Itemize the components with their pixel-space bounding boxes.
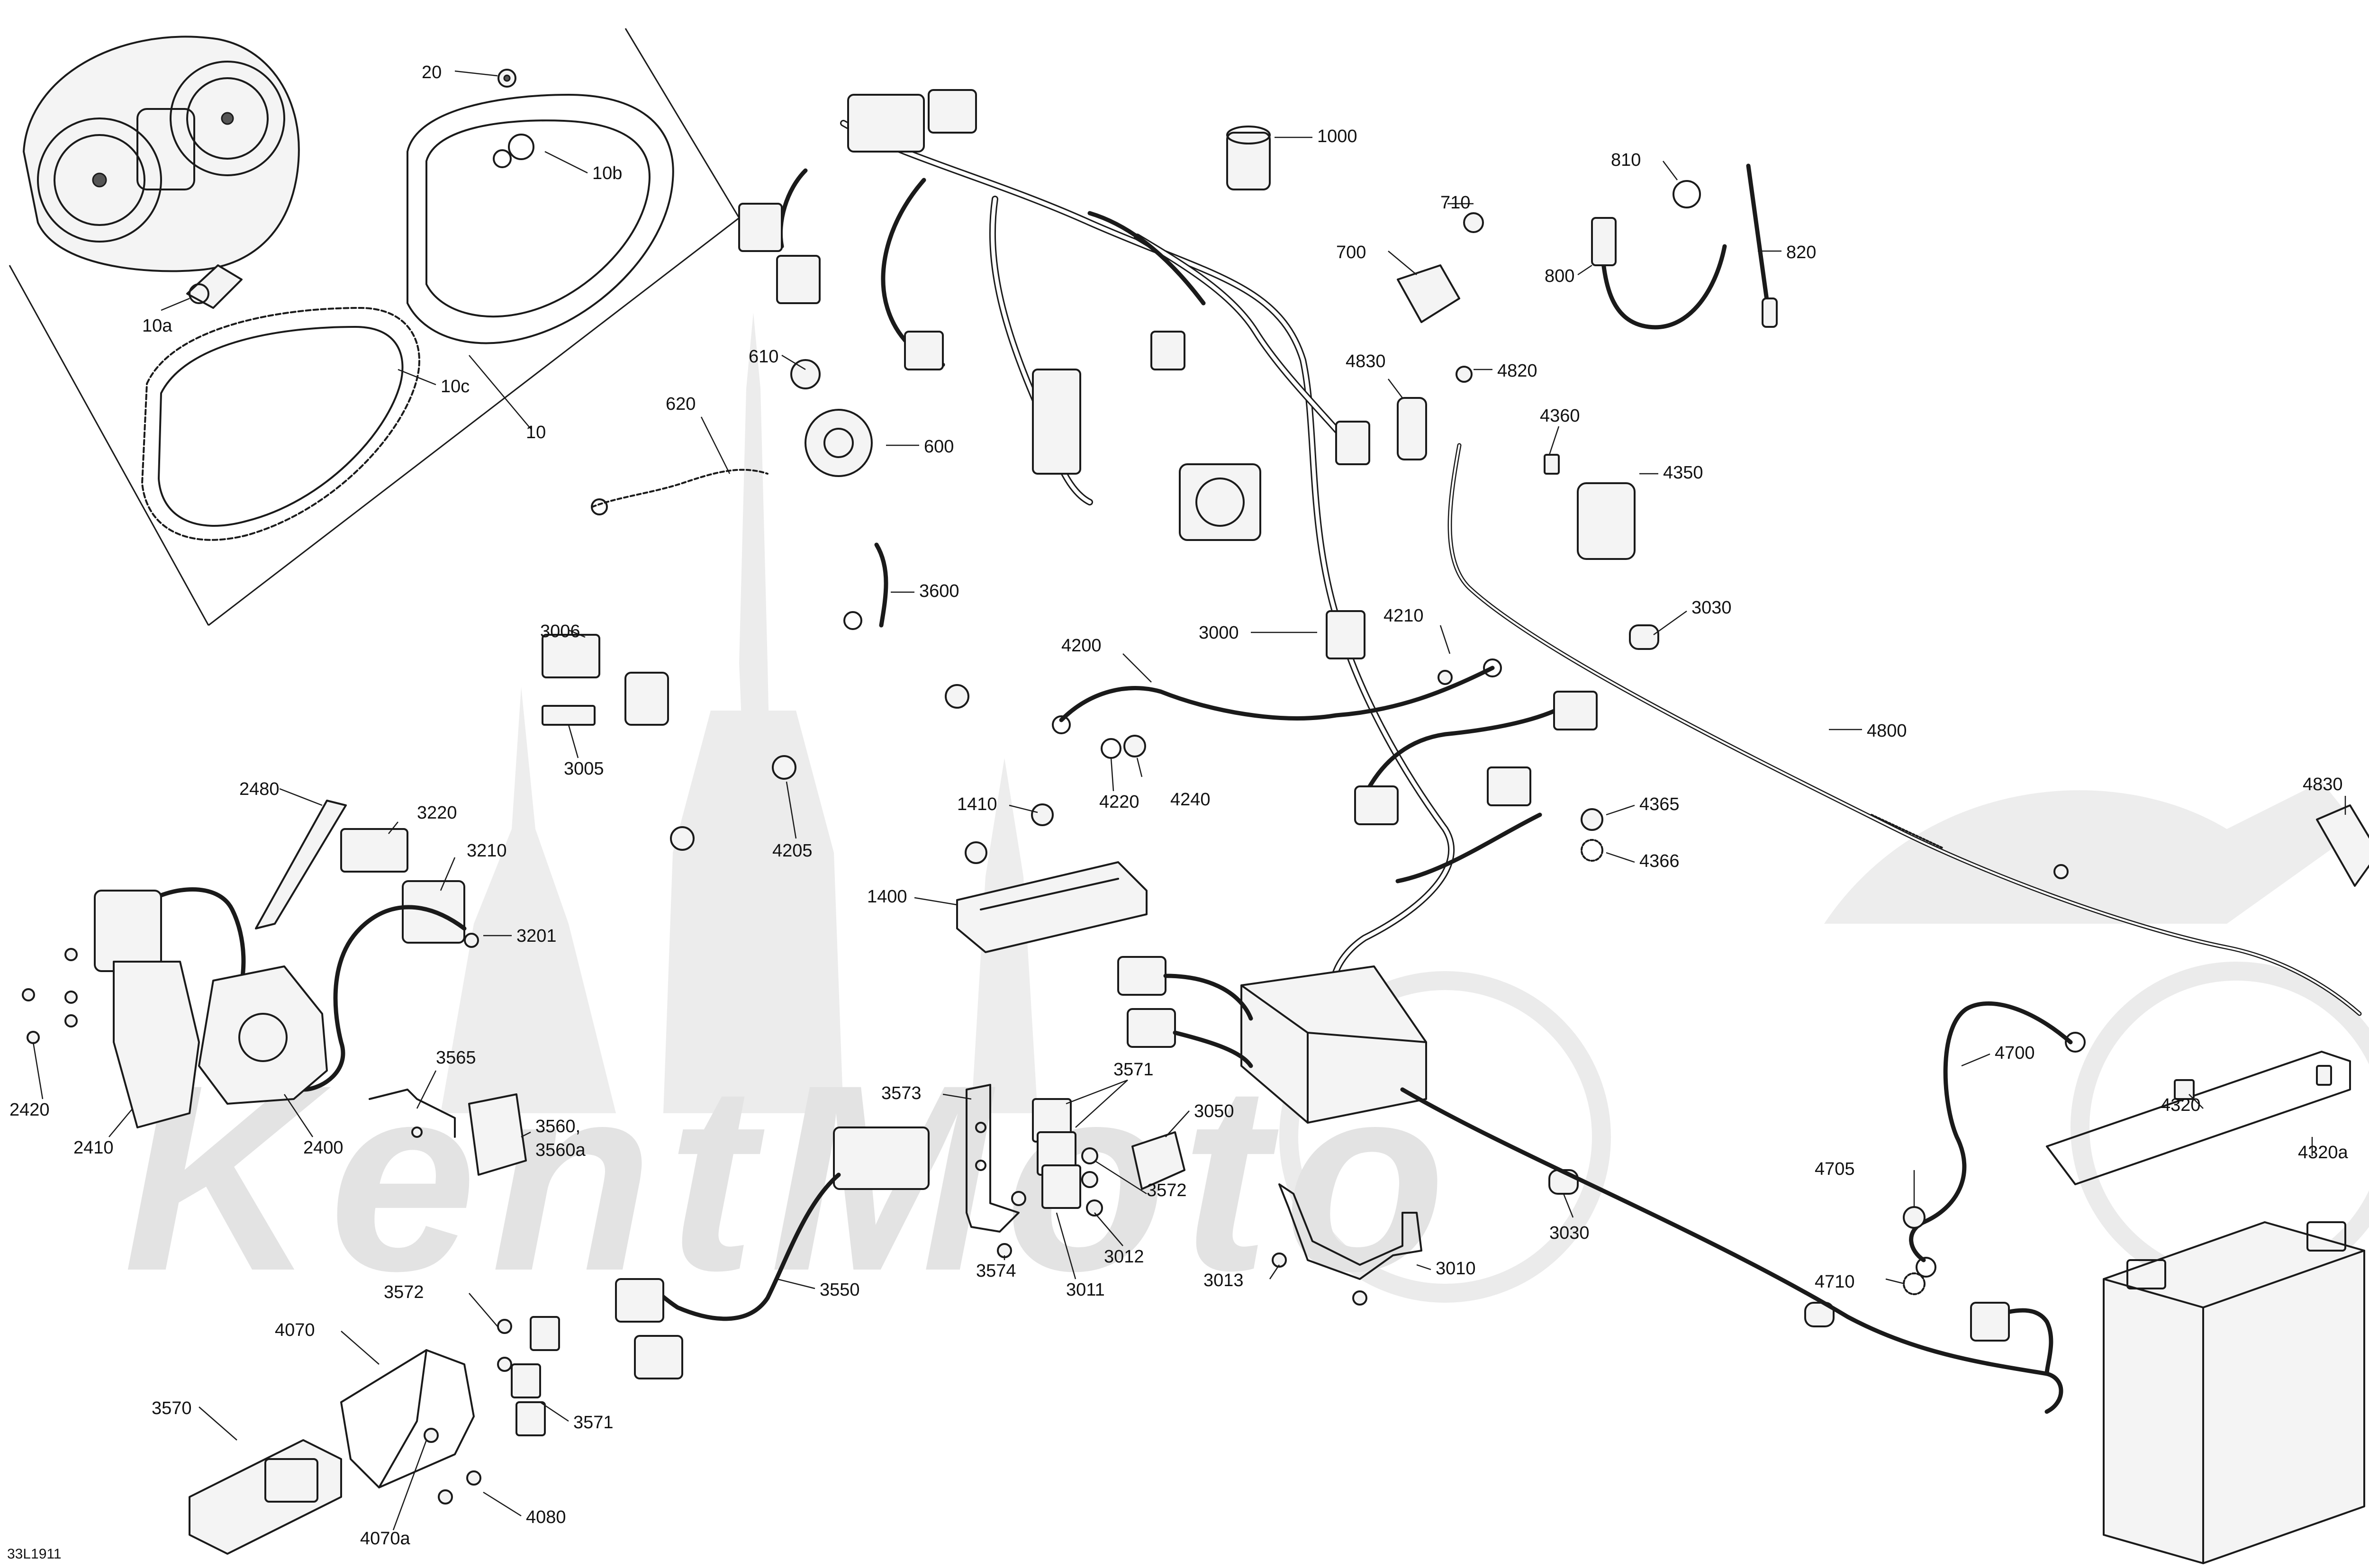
instrument-cluster-inset [9,28,740,626]
callout-label: 3030 [1549,1223,1590,1243]
watermark: KentMoto [123,313,2369,1326]
callout-label: 4205 [772,841,813,861]
callout-label: 4360 [1540,406,1580,426]
callout-label: 3013 [1203,1271,1244,1290]
callout-label: 4350 [1663,463,1703,483]
callout-label: 3201 [516,926,557,946]
callout-label: 4080 [526,1507,566,1527]
callout-label: 3010 [1436,1259,1476,1279]
callout-label: 3550 [820,1280,860,1300]
reference-code: 33L1911 [7,1546,62,1562]
callout-label: 3573 [881,1083,922,1103]
callout-label: 600 [924,437,954,457]
callout-label: 3005 [564,759,604,779]
watermark-text: KentMoto [123,1029,1460,1326]
callout-label: 10 [526,423,546,442]
callout-label: 2420 [9,1100,50,1120]
callout-label: 3220 [417,803,457,823]
callout-label: 820 [1786,243,1816,262]
callout-label: 3210 [467,841,507,861]
main-wiring-harness [738,89,1598,1124]
callout-label: 620 [666,394,696,414]
callout-label: 4070a [360,1529,411,1549]
callout-label: 1000 [1317,126,1357,146]
callout-label: 3006 [540,622,580,641]
callout-label: 3572 [384,1282,424,1302]
callout-label: 4200 [1061,636,1102,656]
callout-label: 4820 [1497,361,1537,381]
callout-label: 4366 [1639,851,1680,871]
callout-label: 4320a [2298,1143,2349,1162]
callout-label: 4240 [1170,790,1211,810]
callout-label: 700 [1336,243,1366,262]
callout-label: 10c [441,377,470,397]
callout-label: 4365 [1639,794,1680,814]
callout-label: 4220 [1099,792,1139,812]
callout-label: 3600 [919,581,959,601]
callout-label: 2400 [303,1138,344,1158]
callout-label: 3571 [573,1413,614,1433]
callout-label: 4830 [1346,351,1386,371]
callout-label: 4210 [1383,606,1424,626]
callout-labels: 20 10b 10a 10c 10 1000 710 700 810 800 8… [9,63,2349,1549]
callout-label: 2480 [239,779,280,799]
callout-label: 3560, [535,1117,580,1136]
callout-label: 4320 [2161,1095,2201,1115]
callout-label: 20 [422,63,442,82]
callout-label: 810 [1611,150,1641,170]
callout-label: 3012 [1104,1247,1144,1267]
leader-lines [32,70,2346,1531]
callout-label: 800 [1545,266,1574,286]
callout-label: 3030 [1691,598,1732,618]
callout-label: 4700 [1995,1043,2035,1063]
callout-label: 4705 [1815,1159,1855,1179]
callout-label: 10a [142,316,172,336]
callout-label: 3560a [535,1140,586,1160]
callout-label: 3011 [1066,1280,1105,1300]
callout-label: 4710 [1815,1272,1855,1292]
callout-label: 3574 [976,1261,1016,1281]
callout-label: 3571 [1113,1060,1154,1080]
callout-label: 3050 [1194,1101,1234,1121]
callout-label: 1400 [867,887,907,907]
callout-label: 4070 [275,1320,315,1340]
callout-label: 710 [1440,193,1470,213]
callout-label: 4800 [1867,721,1907,741]
callout-label: 610 [749,347,778,367]
callout-label: 2410 [73,1138,114,1158]
callout-label: 10b [592,163,622,183]
callout-label: 3565 [436,1048,476,1068]
parts [22,126,2369,1564]
callout-label: 1410 [957,794,997,814]
callout-label: 3572 [1147,1181,1187,1200]
callout-label: 4830 [2303,775,2343,794]
callout-label: 3000 [1199,623,1239,643]
callout-label: 3570 [152,1398,192,1418]
